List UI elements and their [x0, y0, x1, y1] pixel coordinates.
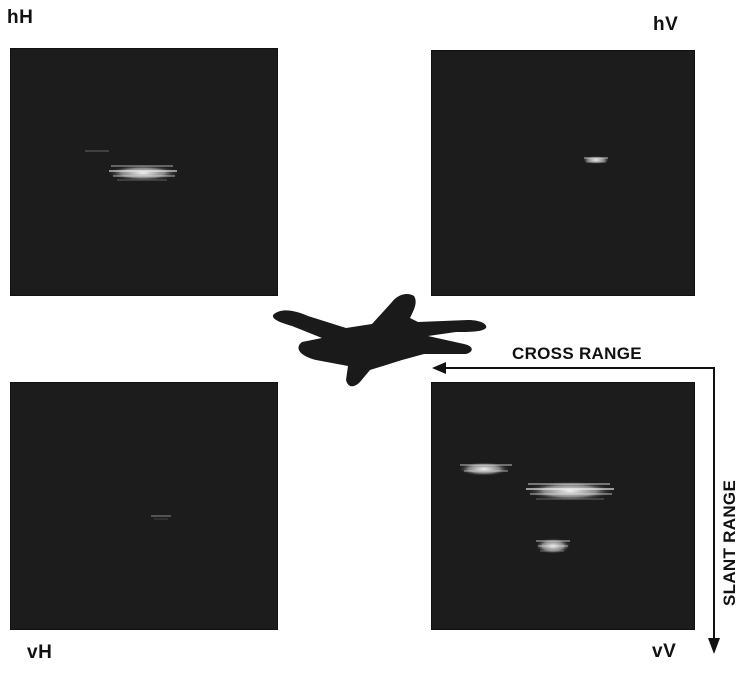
label-hV: hV [653, 14, 678, 36]
slant-range-arrowhead [708, 638, 720, 654]
label-vV: vV [652, 641, 676, 663]
label-hH: hH [7, 7, 33, 29]
cross-range-label: CROSS RANGE [512, 344, 642, 364]
radar-image-hV [431, 50, 695, 296]
aircraft-silhouette-icon [268, 288, 494, 390]
label-vH: vH [27, 642, 52, 664]
slant-range-label: SLANT RANGE [720, 480, 740, 606]
radar-return-vH [11, 383, 277, 629]
radar-image-hH [10, 48, 278, 296]
radar-image-vV [431, 382, 695, 630]
radar-return-hV [432, 51, 694, 295]
radar-return-hH [11, 49, 277, 295]
radar-image-vH [10, 382, 278, 630]
radar-return-vV [432, 383, 694, 629]
